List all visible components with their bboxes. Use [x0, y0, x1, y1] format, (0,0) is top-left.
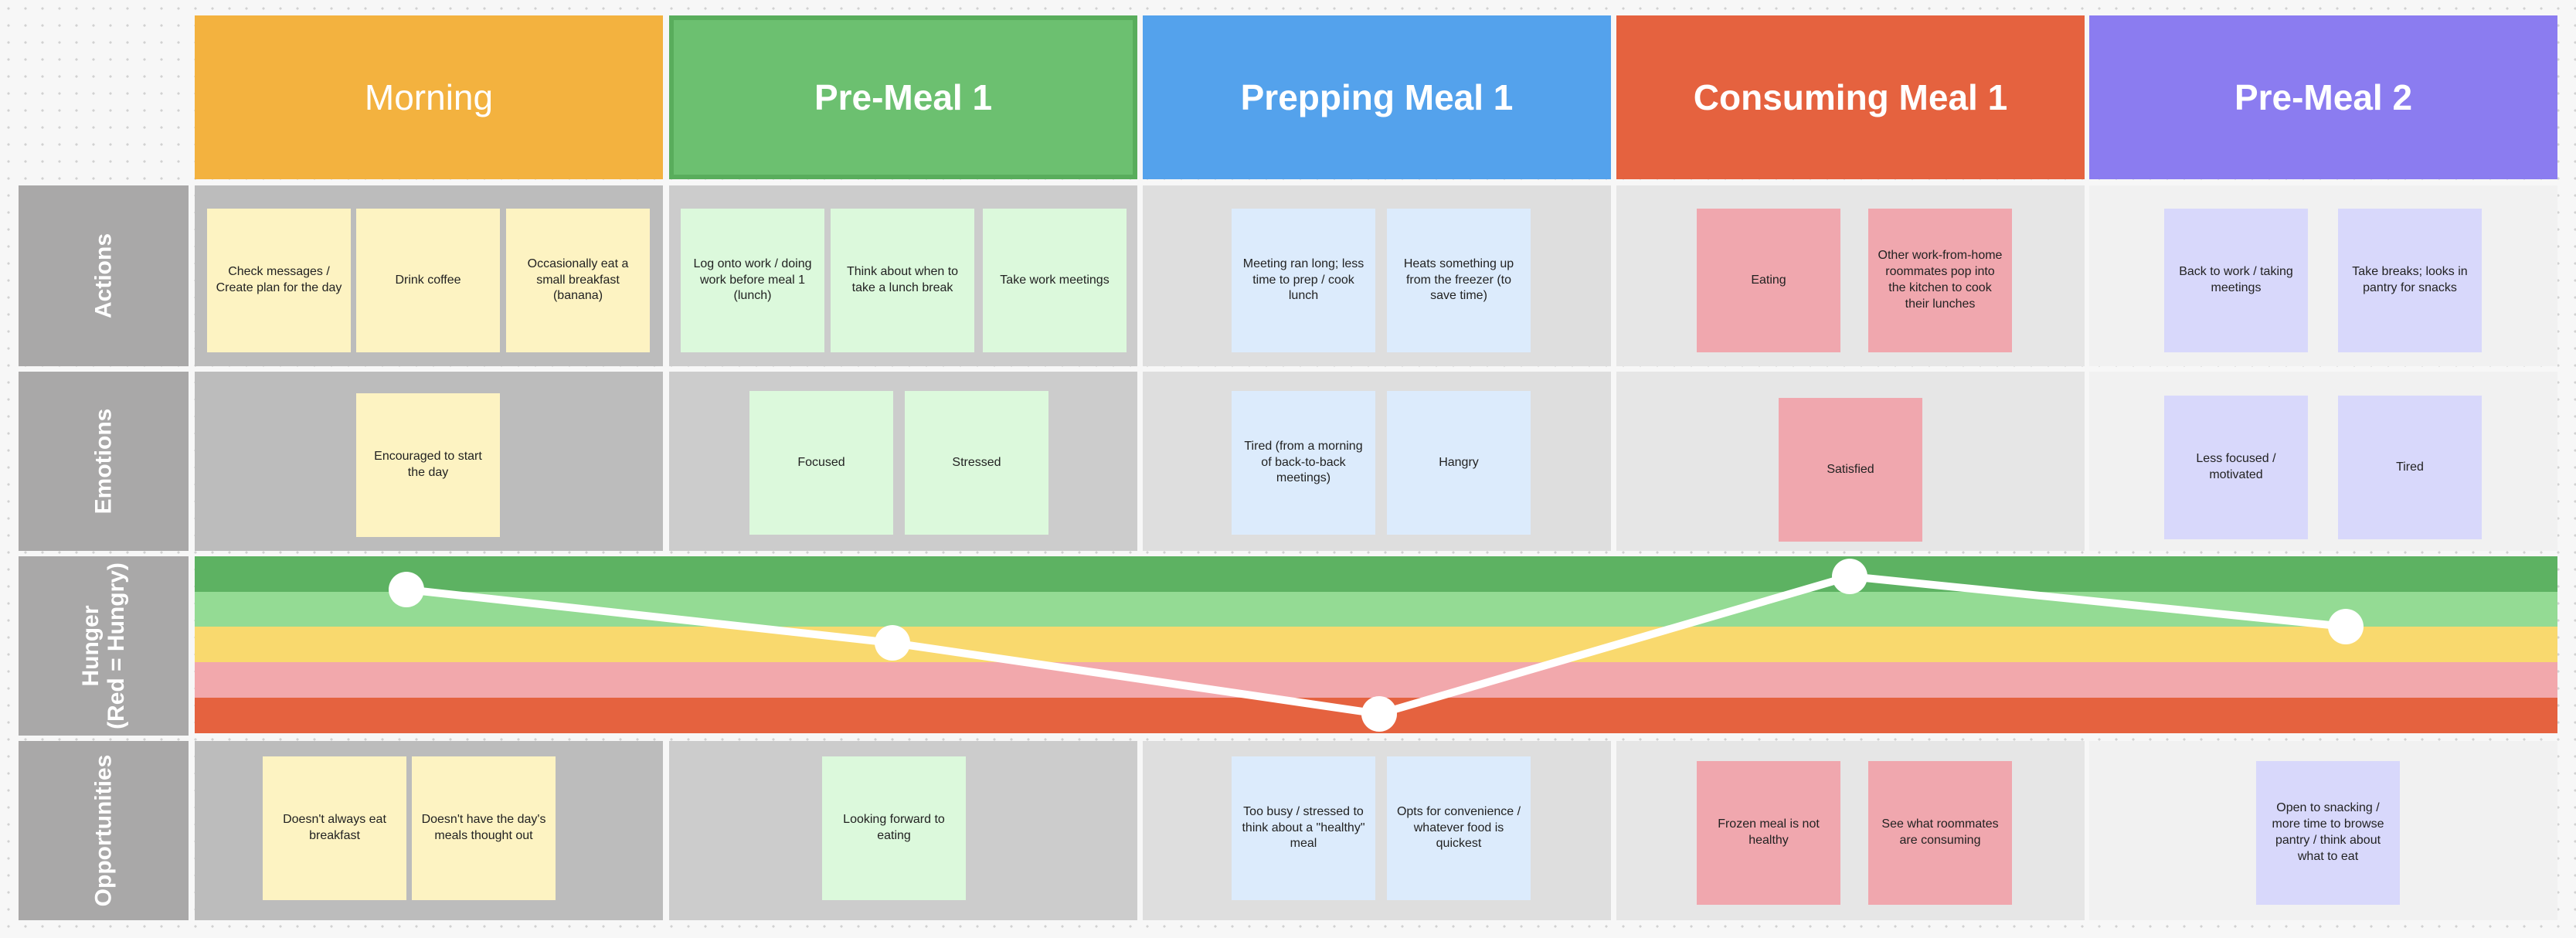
sticky-note: See what roommates are consuming [1868, 761, 2012, 905]
hunger-band-level-3 [195, 627, 2557, 662]
phase-title: Pre-Meal 2 [2234, 77, 2413, 117]
opportunities-cell-prepping [1143, 741, 1611, 920]
hunger-point-consuming [1832, 559, 1867, 594]
actions-cell-prepping [1143, 185, 1611, 366]
sticky-note: Log onto work / doing work before meal 1… [681, 209, 824, 352]
sticky-note: Meeting ran long; less time to prep / co… [1232, 209, 1375, 352]
sticky-note: Frozen meal is not healthy [1697, 761, 1840, 905]
sticky-note: Satisfied [1779, 398, 1922, 542]
sticky-note: Less focused / motivated [2164, 396, 2308, 539]
emotions-cell-premeal1 [669, 372, 1137, 551]
emotions-cell-prepping [1143, 372, 1611, 551]
phase-header-premeal2: Pre-Meal 2 [2089, 15, 2557, 179]
row-label-actions: Actions [19, 185, 189, 366]
sticky-note: Focused [749, 391, 893, 535]
hunger-point-premeal1 [875, 625, 910, 661]
phase-title: Consuming Meal 1 [1693, 77, 2008, 117]
phase-title: Pre-Meal 1 [814, 77, 993, 117]
hunger-line [406, 573, 2347, 718]
phase-header-prepping: Prepping Meal 1 [1143, 15, 1611, 179]
sticky-note: Opts for convenience / whatever food is … [1387, 756, 1531, 900]
sticky-note: Think about when to take a lunch break [831, 209, 974, 352]
phase-title: Prepping Meal 1 [1240, 77, 1514, 117]
hunger-point-prepping [1361, 696, 1397, 732]
sticky-note: Hangry [1387, 391, 1531, 535]
sticky-note: Drink coffee [356, 209, 500, 352]
sticky-note: Heats something up from the freezer (to … [1387, 209, 1531, 352]
sticky-note: Encouraged to start the day [356, 393, 500, 537]
sticky-note: Tired (from a morning of back-to-back me… [1232, 391, 1375, 535]
sticky-note: Doesn't have the day's meals thought out [412, 756, 556, 900]
row-label-emotions: Emotions [19, 372, 189, 551]
hunger-point-morning [389, 572, 424, 607]
hunger-point-premeal2 [2328, 609, 2364, 644]
phase-title: Morning [364, 77, 494, 117]
sticky-note: Looking forward to eating [822, 756, 966, 900]
row-label-opportunities: Opportunities [19, 741, 189, 920]
sticky-note: Open to snacking / more time to browse p… [2256, 761, 2400, 905]
sticky-note: Take breaks; looks in pantry for snacks [2338, 209, 2482, 352]
row-label-hunger: Hunger (Red = Hungry) [19, 556, 189, 736]
sticky-note: Doesn't always eat breakfast [263, 756, 406, 900]
sticky-note: Other work-from-home roommates pop into … [1868, 209, 2012, 352]
sticky-note: Take work meetings [983, 209, 1127, 352]
hunger-band-level-4 [195, 662, 2557, 698]
sticky-note: Too busy / stressed to think about a "he… [1232, 756, 1375, 900]
phase-header-premeal1: Pre-Meal 1 [669, 15, 1137, 179]
sticky-note: Stressed [905, 391, 1048, 535]
hunger-band-level-1 [195, 556, 2557, 592]
sticky-note: Occasionally eat a small breakfast (bana… [506, 209, 650, 352]
phase-header-consuming: Consuming Meal 1 [1616, 15, 2085, 179]
sticky-note: Check messages / Create plan for the day [207, 209, 351, 352]
sticky-note: Tired [2338, 396, 2482, 539]
sticky-note: Eating [1697, 209, 1840, 352]
phase-header-morning: Morning [195, 15, 663, 179]
sticky-note: Back to work / taking meetings [2164, 209, 2308, 352]
